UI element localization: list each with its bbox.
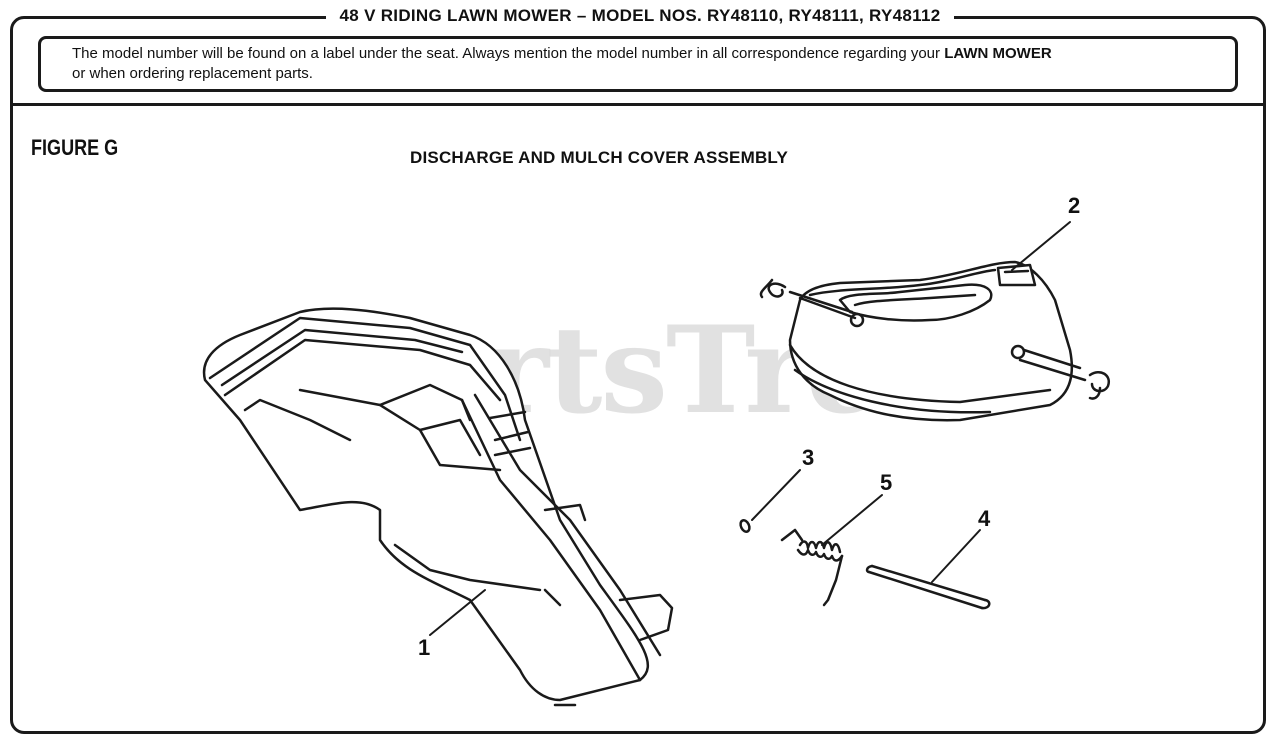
callout-1: 1 xyxy=(418,635,430,660)
notice-bold-text: LAWN MOWER xyxy=(944,45,1052,62)
spring-part xyxy=(780,528,844,607)
page-title: 48 V RIDING LAWN MOWER – MODEL NOS. RY48… xyxy=(0,6,1280,26)
callout-2: 2 xyxy=(1068,193,1080,218)
model-number-notice: The model number will be found on a labe… xyxy=(38,36,1238,92)
callout-3: 3 xyxy=(802,445,814,470)
leader-lines xyxy=(429,221,1071,636)
callout-4: 4 xyxy=(978,506,991,531)
pin-part xyxy=(865,564,991,610)
discharge-chute-part xyxy=(202,307,674,707)
callout-5: 5 xyxy=(880,470,892,495)
clip-part xyxy=(739,519,751,533)
notice-text: The model number will be found on a labe… xyxy=(72,45,945,62)
notice-text-line2: or when ordering replacement parts. xyxy=(72,65,313,82)
assembly-title: DISCHARGE AND MULCH COVER ASSEMBLY xyxy=(410,148,788,167)
divider xyxy=(12,103,1264,106)
figure-label: FIGURE G xyxy=(31,135,119,160)
mulch-cover-part xyxy=(759,260,1111,422)
